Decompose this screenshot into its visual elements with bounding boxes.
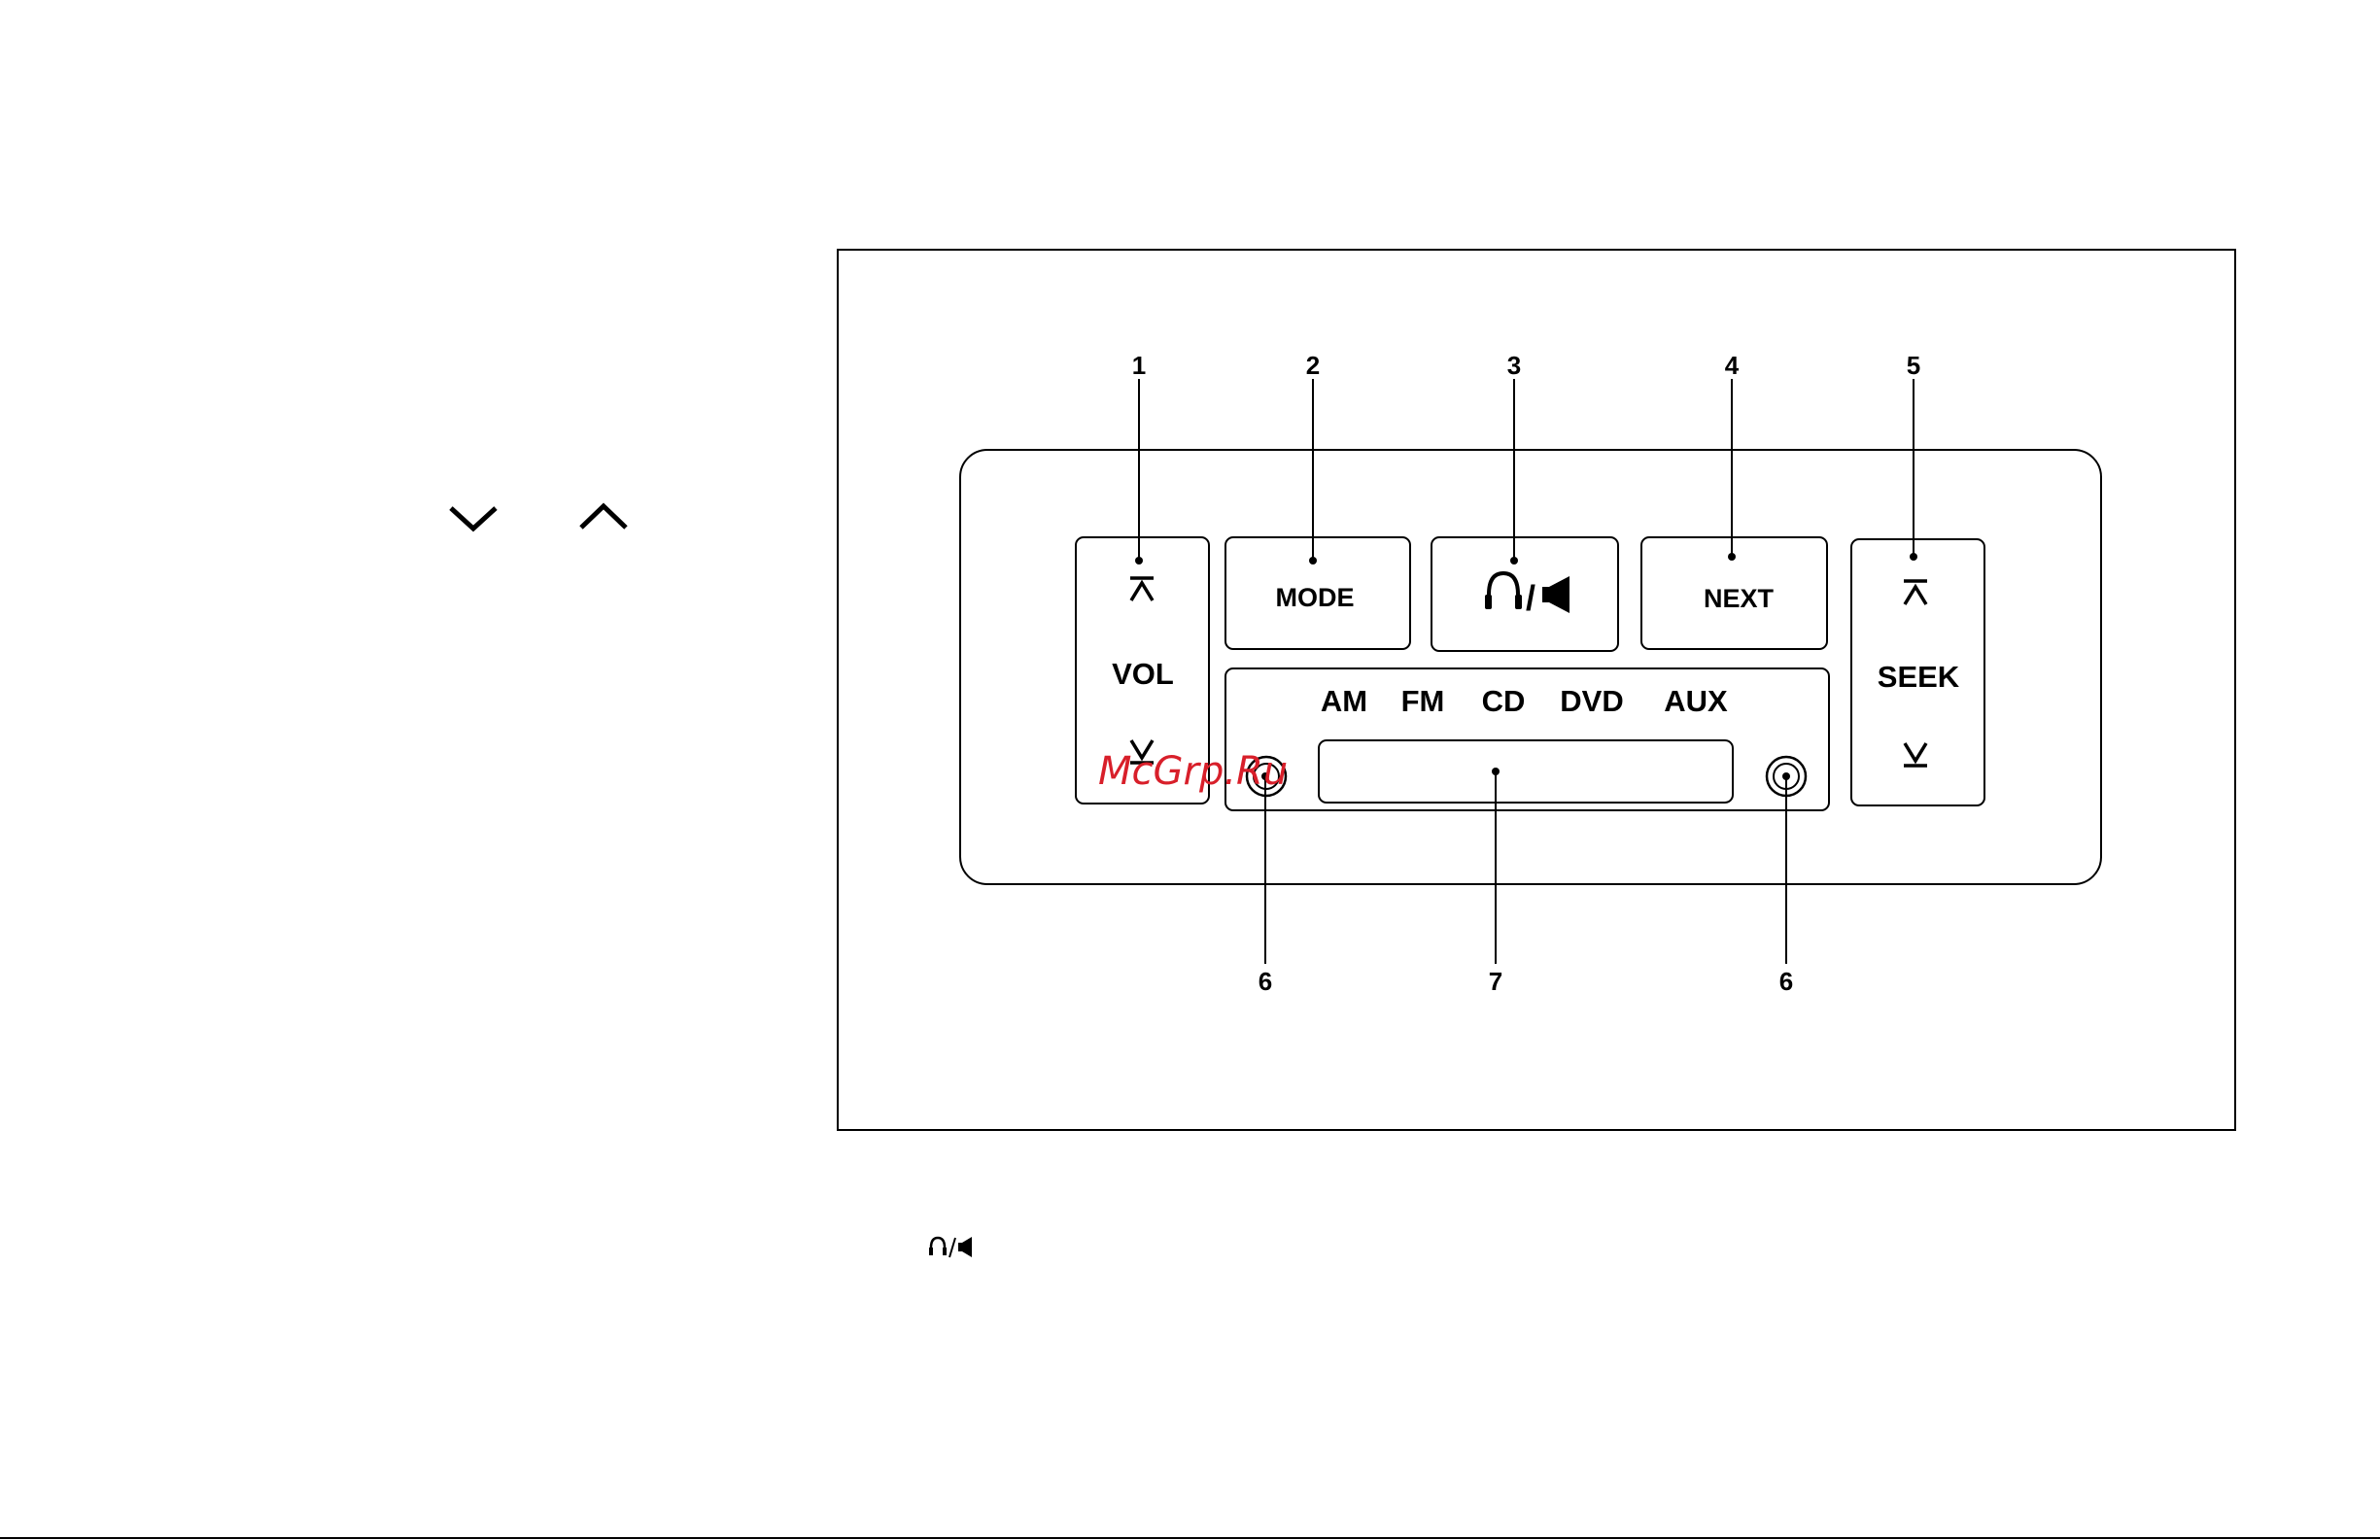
callout-3: 3 bbox=[1507, 351, 1521, 380]
band-am: AM bbox=[1321, 684, 1367, 718]
next-label: NEXT bbox=[1704, 584, 1775, 613]
seek-button[interactable]: SEEK bbox=[1851, 539, 1984, 805]
display-window bbox=[1319, 740, 1733, 803]
mode-label: MODE bbox=[1276, 583, 1355, 612]
seek-down-icon bbox=[1904, 743, 1927, 766]
seek-label: SEEK bbox=[1878, 660, 1960, 694]
band-cd: CD bbox=[1482, 684, 1526, 718]
headphones-speaker-icon bbox=[929, 1237, 972, 1257]
callout-leaders bbox=[1139, 379, 1914, 964]
band-dvd: DVD bbox=[1560, 684, 1623, 718]
chevron-up-icon bbox=[581, 506, 626, 528]
seek-up-icon bbox=[1904, 581, 1927, 604]
audio-output-button[interactable]: / bbox=[1431, 537, 1618, 651]
callout-6-left: 6 bbox=[1259, 967, 1272, 996]
headphones-speaker-icon: / bbox=[1485, 573, 1569, 618]
band-fm: FM bbox=[1401, 684, 1445, 718]
seek-up-icon bbox=[1130, 578, 1154, 600]
audio-output-separator: / bbox=[1526, 578, 1535, 618]
vol-label: VOL bbox=[1112, 657, 1174, 691]
callout-2: 2 bbox=[1306, 351, 1320, 380]
callout-7: 7 bbox=[1489, 967, 1502, 996]
watermark: McGrp.Ru bbox=[1098, 749, 1288, 794]
band-aux: AUX bbox=[1664, 684, 1728, 718]
chevron-down-icon bbox=[451, 508, 496, 529]
figure-frame bbox=[838, 250, 2235, 1130]
callout-6-right: 6 bbox=[1779, 967, 1793, 996]
callout-1: 1 bbox=[1132, 351, 1146, 380]
mode-button[interactable]: MODE bbox=[1225, 537, 1410, 649]
callout-5: 5 bbox=[1907, 351, 1920, 380]
callout-4: 4 bbox=[1725, 351, 1740, 380]
